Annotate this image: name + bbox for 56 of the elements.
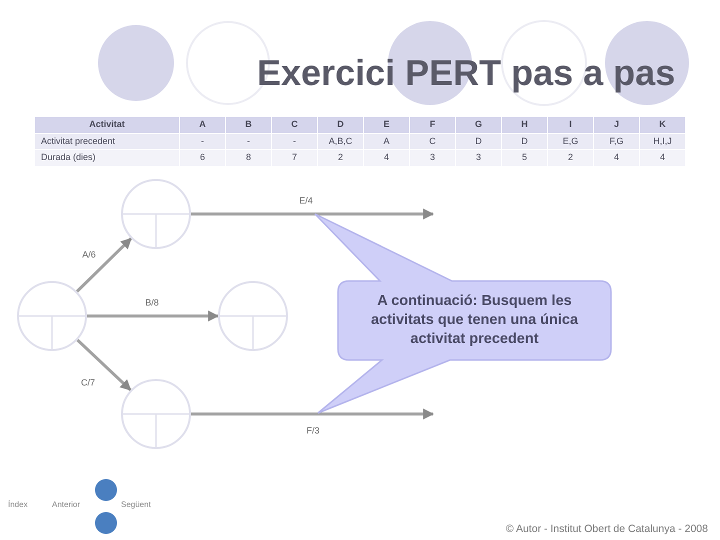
edge-label: C/7: [79, 378, 97, 388]
table-cell: 7: [272, 150, 318, 166]
column-header: B: [226, 117, 272, 134]
edge-label: B/8: [143, 298, 161, 308]
table-cell: 6: [180, 150, 226, 166]
column-header: K: [640, 117, 686, 134]
column-header: E: [364, 117, 410, 134]
event-node: [218, 281, 288, 351]
event-node: [17, 281, 87, 351]
column-header: H: [502, 117, 548, 134]
column-header: C: [272, 117, 318, 134]
column-header: Activitat: [35, 117, 180, 134]
table-cell: 4: [364, 150, 410, 166]
copyright-note: © Autor - Institut Obert de Catalunya - 2008: [506, 523, 708, 535]
title: Exercici PERT pas a pas: [257, 52, 676, 94]
table-cell: H,I,J: [640, 134, 686, 150]
table-cell: 5: [502, 150, 548, 166]
table-cell: -: [180, 134, 226, 150]
arrow: [76, 237, 132, 293]
nav-label: Anterior: [52, 500, 80, 510]
column-header: A: [180, 117, 226, 134]
table-cell: A: [364, 134, 410, 150]
arrow: [76, 338, 132, 392]
table-cell: D: [502, 134, 548, 150]
column-header: I: [548, 117, 594, 134]
edge-label: F/3: [304, 426, 322, 436]
table-cell: 2: [318, 150, 364, 166]
table-cell: D: [456, 134, 502, 150]
column-header: J: [594, 117, 640, 134]
column-header: F: [410, 117, 456, 134]
nav-label: Següent: [121, 500, 151, 510]
edge-label: A/6: [80, 250, 98, 260]
callout-text: A continuació: Busquem les activitats que tenen una única activitat precedent: [370, 292, 580, 349]
arrow: [191, 208, 434, 220]
table-cell: 3: [410, 150, 456, 166]
table-cell: A,B,C: [318, 134, 364, 150]
table-cell: -: [226, 134, 272, 150]
column-header: G: [456, 117, 502, 134]
event-node: [121, 179, 191, 249]
table-cell: 8: [226, 150, 272, 166]
nav-label: Índex: [8, 500, 28, 510]
table-cell: 4: [594, 150, 640, 166]
table-cell: 3: [456, 150, 502, 166]
arrow: [87, 310, 220, 322]
table-cell: -: [272, 134, 318, 150]
arrow: [191, 408, 434, 420]
table-cell: E,G: [548, 134, 594, 150]
event-node: [121, 379, 191, 449]
edge-label: E/4: [297, 196, 315, 206]
table-cell: F,G: [594, 134, 640, 150]
column-header: D: [318, 117, 364, 134]
table-cell: 4: [640, 150, 686, 166]
table-cell: 2: [548, 150, 594, 166]
table-cell: C: [410, 134, 456, 150]
row-header: Durada (dies): [35, 150, 180, 166]
row-header: Activitat precedent: [35, 134, 180, 150]
